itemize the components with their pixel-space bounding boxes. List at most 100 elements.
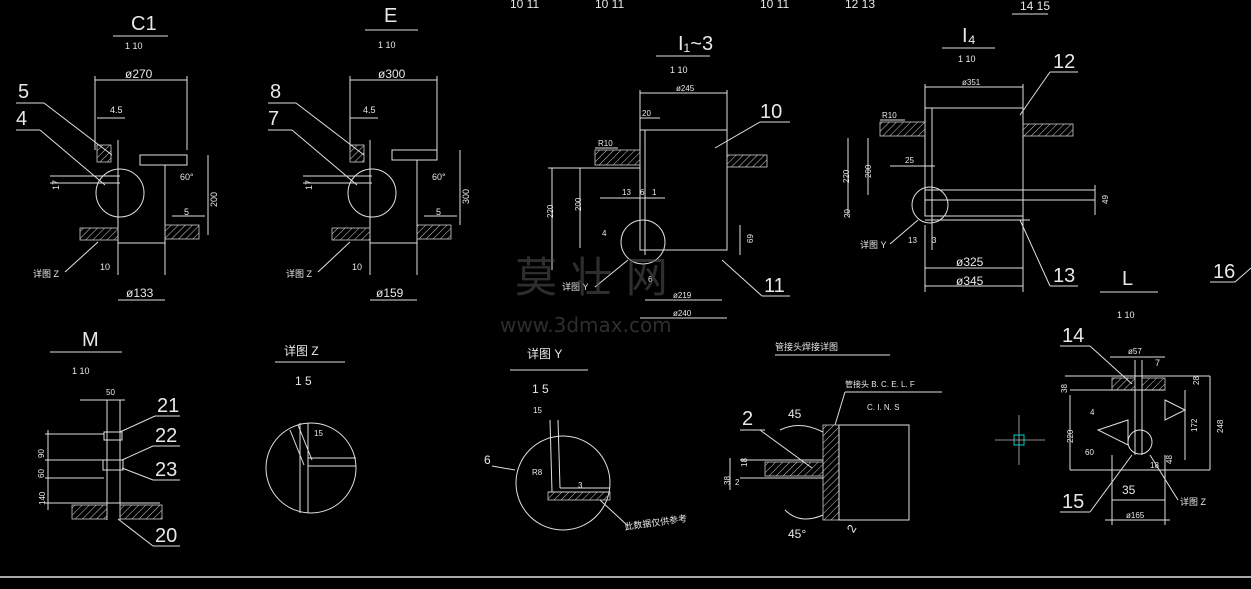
l-d7: 35 <box>1122 483 1136 497</box>
i13-h1: 220 <box>546 204 555 218</box>
i13-d-mid: ø219 <box>673 291 692 300</box>
i4-d-top: ø351 <box>962 78 981 87</box>
i4-d1: 25 <box>905 156 914 165</box>
i4-d2: 49 <box>1101 195 1110 204</box>
top-label-2: 10 11 <box>595 0 624 11</box>
section-l: L 1 10 ø57 7 38 4 220 172 248 28 60 48 1… <box>1060 268 1225 525</box>
c1-callout-4: 4 <box>16 108 27 130</box>
m-dim-90: 90 <box>37 449 46 458</box>
section-i4: I₄ 1 10 ø351 R10 220 200 25 49 20 13 3 ø… <box>842 25 1110 292</box>
i13-d2: 6 <box>640 188 645 197</box>
detail-z-angle: 15 <box>314 429 323 438</box>
i13-d4: 4 <box>602 229 607 238</box>
section-m: M 1 10 50 140 60 90 21 22 23 20 <box>37 329 180 547</box>
crosshair-marker <box>995 415 1045 465</box>
i4-d-mid: ø325 <box>956 255 984 269</box>
pipe-weld-callout-2: 2 <box>844 522 860 535</box>
l-d6: 18 <box>1150 461 1159 470</box>
i4-detail: 详图 Y <box>860 239 887 250</box>
section-c1: C1 1 10 ø270 4.5 17 60° 5 200 10 ø133 详图… <box>16 13 219 301</box>
callout-16: 16 <box>1210 261 1251 283</box>
l-d3: 28 <box>1192 376 1201 385</box>
section-e: E 1 10 ø300 4.5 17 60° 5 300 10 ø159 详图 … <box>268 5 471 301</box>
pipe-weld-dim-2: 2 <box>735 478 740 487</box>
section-detail-y: 详图 Y 1 5 15 6 R8 3 此数据仅供参考 <box>484 346 688 532</box>
i13-callout-10: 10 <box>760 101 782 123</box>
c1-dim-bottom: 10 <box>100 262 110 272</box>
i13-callout-11: 11 <box>764 275 785 297</box>
c1-scale: 1 10 <box>125 41 143 51</box>
pipe-weld-angle-top: 45 <box>788 407 802 421</box>
i4-h2: 200 <box>864 164 873 178</box>
l-scale: 1 10 <box>1117 310 1135 320</box>
i4-title: I₄ <box>962 25 976 47</box>
section-i13: I₁~3 1 10 ø245 20 R10 220 200 13 6 1 4 6… <box>546 33 790 319</box>
l-h2: 172 <box>1190 418 1199 432</box>
e-height: 300 <box>461 189 471 204</box>
detail-y-scale: 1 5 <box>532 382 549 396</box>
watermark-text: 莫 壮 网 <box>515 253 668 302</box>
e-gap: 4.5 <box>363 105 376 115</box>
detail-y-note: 此数据仅供参考 <box>624 512 688 532</box>
top-label-3: 10 11 <box>760 0 789 11</box>
c1-h: 17 <box>51 180 61 190</box>
e-callout-8: 8 <box>270 81 281 103</box>
i4-d3: 13 <box>908 236 917 245</box>
pipe-weld-note1: 管接头 B. C. E. L. F <box>845 379 915 389</box>
c1-height: 200 <box>209 192 219 207</box>
l-callout-16: 16 <box>1213 261 1235 283</box>
pipe-weld-dim-18: 18 <box>740 458 749 467</box>
c1-callout-5: 5 <box>18 81 29 103</box>
m-callout-20: 20 <box>155 525 177 547</box>
e-callout-7: 7 <box>268 108 279 130</box>
m-scale: 1 10 <box>72 366 90 376</box>
c1-title: C1 <box>131 13 157 35</box>
top-label-1: 10 11 <box>510 0 539 11</box>
l-d-bottom: ø165 <box>1126 511 1145 520</box>
l-title: L <box>1122 268 1133 290</box>
l-detail: 详图 Z <box>1180 496 1207 507</box>
m-callout-21: 21 <box>157 395 179 417</box>
e-title: E <box>384 5 397 27</box>
detail-y-title: 详图 Y <box>527 346 562 361</box>
i4-h1: 220 <box>842 169 851 183</box>
m-title: M <box>82 329 99 351</box>
l-h1: 220 <box>1066 429 1075 443</box>
c1-d-bottom: ø133 <box>126 286 154 300</box>
i13-h3: 69 <box>746 234 755 243</box>
l-gap: 7 <box>1155 358 1160 368</box>
l-d4: 60 <box>1085 448 1094 457</box>
l-d-top: ø57 <box>1128 347 1142 356</box>
section-pipe-weld: 管接头焊接详图 管接头 B. C. E. L. F C. I. N. S 38 … <box>723 341 942 541</box>
c1-d-top: ø270 <box>125 67 153 81</box>
m-gap: 50 <box>106 388 115 397</box>
i4-d5: 20 <box>843 209 852 218</box>
i13-title: I₁~3 <box>678 33 713 55</box>
i4-radius: R10 <box>882 111 897 120</box>
m-callout-22: 22 <box>155 425 177 447</box>
i4-d4: 3 <box>932 236 937 245</box>
c1-angle: 60° <box>180 172 194 182</box>
detail-z-title: 详图 Z <box>284 343 319 358</box>
e-d-top: ø300 <box>378 67 406 81</box>
detail-y-t: 3 <box>578 481 583 490</box>
section-detail-z: 详图 Z 1 5 15 <box>265 343 357 514</box>
l-callout-15: 15 <box>1062 491 1084 513</box>
i13-h2: 200 <box>574 197 583 211</box>
top-labels: 10 11 10 11 10 11 12 13 14 15 <box>510 0 1050 15</box>
m-dim-60: 60 <box>37 469 46 478</box>
i13-d-top: ø245 <box>676 84 695 93</box>
l-d5: 48 <box>1165 455 1174 464</box>
watermark: 莫 壮 网 www.3dmax.com <box>500 253 672 337</box>
pipe-weld-callout-1: 2 <box>742 408 753 430</box>
c1-weld: 5 <box>184 207 189 217</box>
i13-d1: 13 <box>622 188 631 197</box>
e-weld: 5 <box>436 207 441 217</box>
pipe-weld-angle-bottom: 45° <box>788 527 806 541</box>
m-dim-140: 140 <box>38 491 47 505</box>
watermark-url: www.3dmax.com <box>500 313 672 337</box>
pipe-weld-note2: C. I. N. S <box>867 403 899 412</box>
i13-scale: 1 10 <box>670 65 688 75</box>
m-callout-23: 23 <box>155 459 177 481</box>
i4-callout-12: 12 <box>1053 51 1075 73</box>
